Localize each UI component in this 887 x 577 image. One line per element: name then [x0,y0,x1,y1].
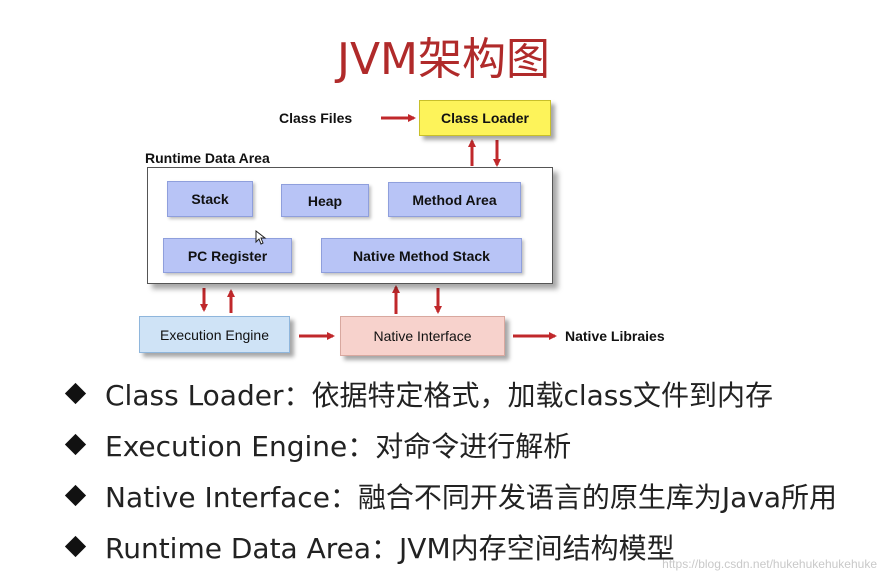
page-title: JVM架构图 [336,34,551,85]
runtime-data-area-label: Runtime Data Area [145,150,270,166]
class-loader-box: Class Loader [419,100,551,136]
bullet-text: Class Loader：依据特定格式，加载class文件到内存 [105,378,773,412]
bullet-text: Native Interface：融合不同开发语言的原生库为Java所用 [105,480,838,514]
class-files-label: Class Files [279,110,353,126]
heap-block: Heap [281,184,369,217]
diamond-bullet-icon [64,484,87,507]
bullet-list: Class Loader：依据特定格式，加载class文件到内存 Executi… [62,368,837,572]
method-area-block: Method Area [388,182,521,217]
bullet-item: Native Interface：融合不同开发语言的原生库为Java所用 [62,470,837,521]
bullet-text: Execution Engine：对命令进行解析 [105,429,572,463]
stack-block: Stack [167,181,253,217]
native-method-stack-block: Native Method Stack [321,238,522,273]
diamond-bullet-icon [64,535,87,558]
watermark: https://blog.csdn.net/hukehukehukehuke [662,557,877,571]
native-interface-box: Native Interface [340,316,505,356]
diamond-bullet-icon [64,382,87,405]
native-libraries-label: Native Libraies [565,328,665,344]
bullet-text: Runtime Data Area：JVM内存空间结构模型 [105,531,675,565]
bullet-item: Runtime Data Area：JVM内存空间结构模型 [62,521,837,572]
pc-register-block: PC Register [163,238,292,273]
diamond-bullet-icon [64,433,87,456]
bullet-item: Class Loader：依据特定格式，加载class文件到内存 [62,368,837,419]
bullet-item: Execution Engine：对命令进行解析 [62,419,837,470]
execution-engine-box: Execution Engine [139,316,290,353]
mouse-pointer-icon [255,230,267,245]
